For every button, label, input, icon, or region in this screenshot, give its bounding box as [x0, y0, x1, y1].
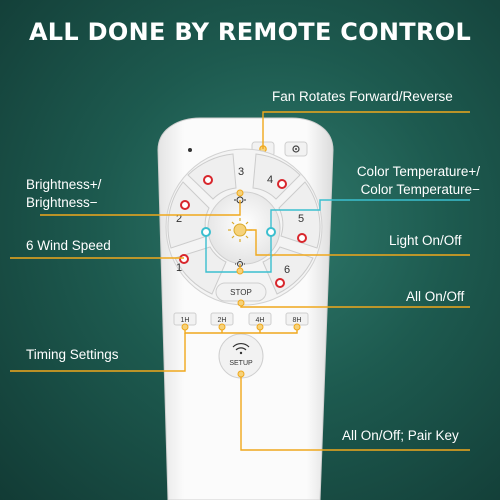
- timer-button-8h[interactable]: 8H: [285, 312, 309, 326]
- color-temp-up-button[interactable]: [266, 227, 276, 237]
- svg-text:2H: 2H: [218, 317, 227, 324]
- callout-wind-speed: 6 Wind Speed: [26, 238, 111, 253]
- svg-text:STOP: STOP: [230, 288, 252, 297]
- callout-pair-key: All On/Off; Pair Key: [342, 428, 459, 443]
- light-mode-button[interactable]: [284, 141, 308, 157]
- speed-button-5[interactable]: 5: [297, 213, 307, 243]
- callout-all-on-off: All On/Off: [406, 289, 465, 304]
- timer-button-1h[interactable]: 1H: [173, 312, 197, 326]
- headline: ALL DONE BY REMOTE CONTROL: [28, 18, 472, 46]
- connector-dots: [181, 189, 301, 378]
- color-temp-down-button[interactable]: [201, 227, 211, 237]
- callout-fan-direction: Fan Rotates Forward/Reverse: [272, 89, 453, 104]
- speed-button-2[interactable]: 2: [176, 200, 190, 225]
- callout-timing: Timing Settings: [26, 347, 119, 362]
- callout-color-temp-line1: Color Temperature+/: [356, 164, 480, 179]
- mode-icon: [292, 145, 300, 153]
- stop-button[interactable]: STOP: [215, 282, 267, 302]
- svg-text:1H: 1H: [181, 317, 190, 324]
- callout-brightness-line2: Brightness−: [26, 195, 98, 210]
- callout-color-temp-line2: Color Temperature−: [360, 182, 480, 197]
- callout-light-on-off: Light On/Off: [389, 233, 462, 248]
- svg-text:2: 2: [176, 213, 182, 225]
- svg-text:6: 6: [284, 264, 290, 276]
- callout-lines: [10, 111, 470, 451]
- setup-button[interactable]: SETUP: [218, 333, 264, 379]
- speed-button-4[interactable]: 4: [267, 174, 287, 189]
- svg-text:1: 1: [176, 262, 182, 274]
- svg-text:4: 4: [267, 174, 273, 186]
- svg-text:3: 3: [238, 166, 244, 178]
- callout-color-temperature: Color Temperature+/ Color Temperature−: [334, 163, 480, 199]
- sun-icon: [233, 223, 247, 237]
- timer-button-4h[interactable]: 4H: [248, 312, 272, 326]
- speed-button-3[interactable]: 3: [203, 166, 244, 185]
- speed-button-6[interactable]: 6: [275, 264, 290, 288]
- svg-text:8H: 8H: [293, 317, 302, 324]
- svg-text:5: 5: [298, 213, 304, 225]
- speed-segments: [167, 153, 321, 295]
- wifi-icon: [232, 343, 250, 351]
- speed-button-1[interactable]: 1: [176, 254, 189, 274]
- callout-brightness: Brightness+/ Brightness−: [26, 176, 101, 212]
- callout-brightness-line1: Brightness+/: [26, 177, 102, 192]
- svg-text:4H: 4H: [256, 317, 265, 324]
- led-indicator: [188, 148, 192, 152]
- svg-text:SETUP: SETUP: [229, 360, 253, 367]
- timer-button-2h[interactable]: 2H: [210, 312, 234, 326]
- light-toggle-button[interactable]: [228, 218, 252, 242]
